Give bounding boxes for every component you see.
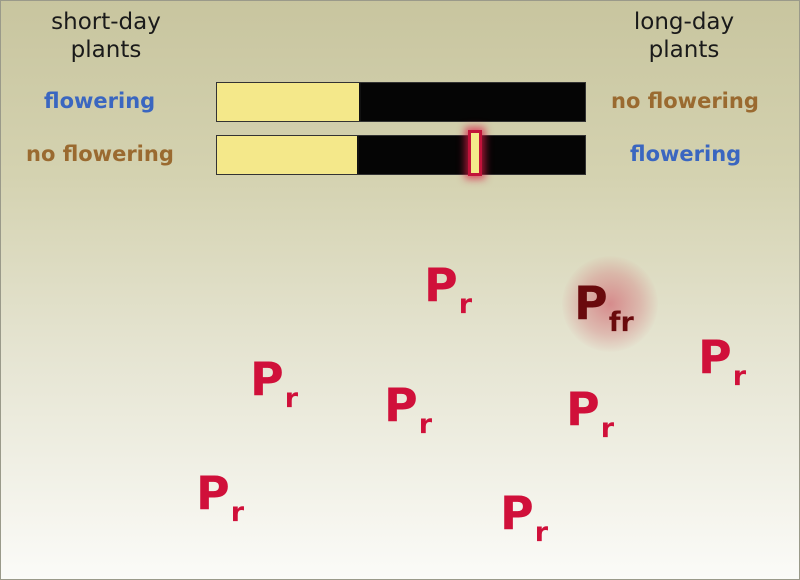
row1-light-period — [217, 83, 361, 121]
row2-photoperiod-bar — [216, 130, 586, 176]
row1-short-day-response: flowering — [44, 89, 156, 113]
pr-molecule: Pr — [500, 486, 549, 548]
short-day-header-line2: plants — [70, 37, 142, 63]
row1-photoperiod-bar — [216, 82, 586, 122]
row1-long-day-response: no flowering — [611, 89, 759, 113]
short-day-plants-header: short-day plants — [26, 8, 186, 64]
pfr-glow-halo — [562, 256, 658, 352]
pr-molecule: Pr — [384, 378, 433, 440]
pr-molecule: Pr — [566, 382, 615, 444]
row2-light-period — [217, 136, 359, 174]
pr-molecule: Pr — [424, 258, 473, 320]
pfr-molecule: Pfr — [574, 276, 634, 338]
row2-night-break-flash — [467, 130, 482, 176]
pr-molecule: Pr — [250, 352, 299, 414]
row2-long-day-response: flowering — [630, 142, 742, 166]
long-day-plants-header: long-day plants — [604, 8, 764, 64]
pr-molecule: Pr — [698, 330, 747, 392]
long-day-header-line1: long-day — [633, 9, 735, 35]
short-day-header-line1: short-day — [51, 9, 161, 35]
pr-molecule: Pr — [196, 466, 245, 528]
row2-short-day-response: no flowering — [26, 142, 174, 166]
long-day-header-line2: plants — [648, 37, 720, 63]
